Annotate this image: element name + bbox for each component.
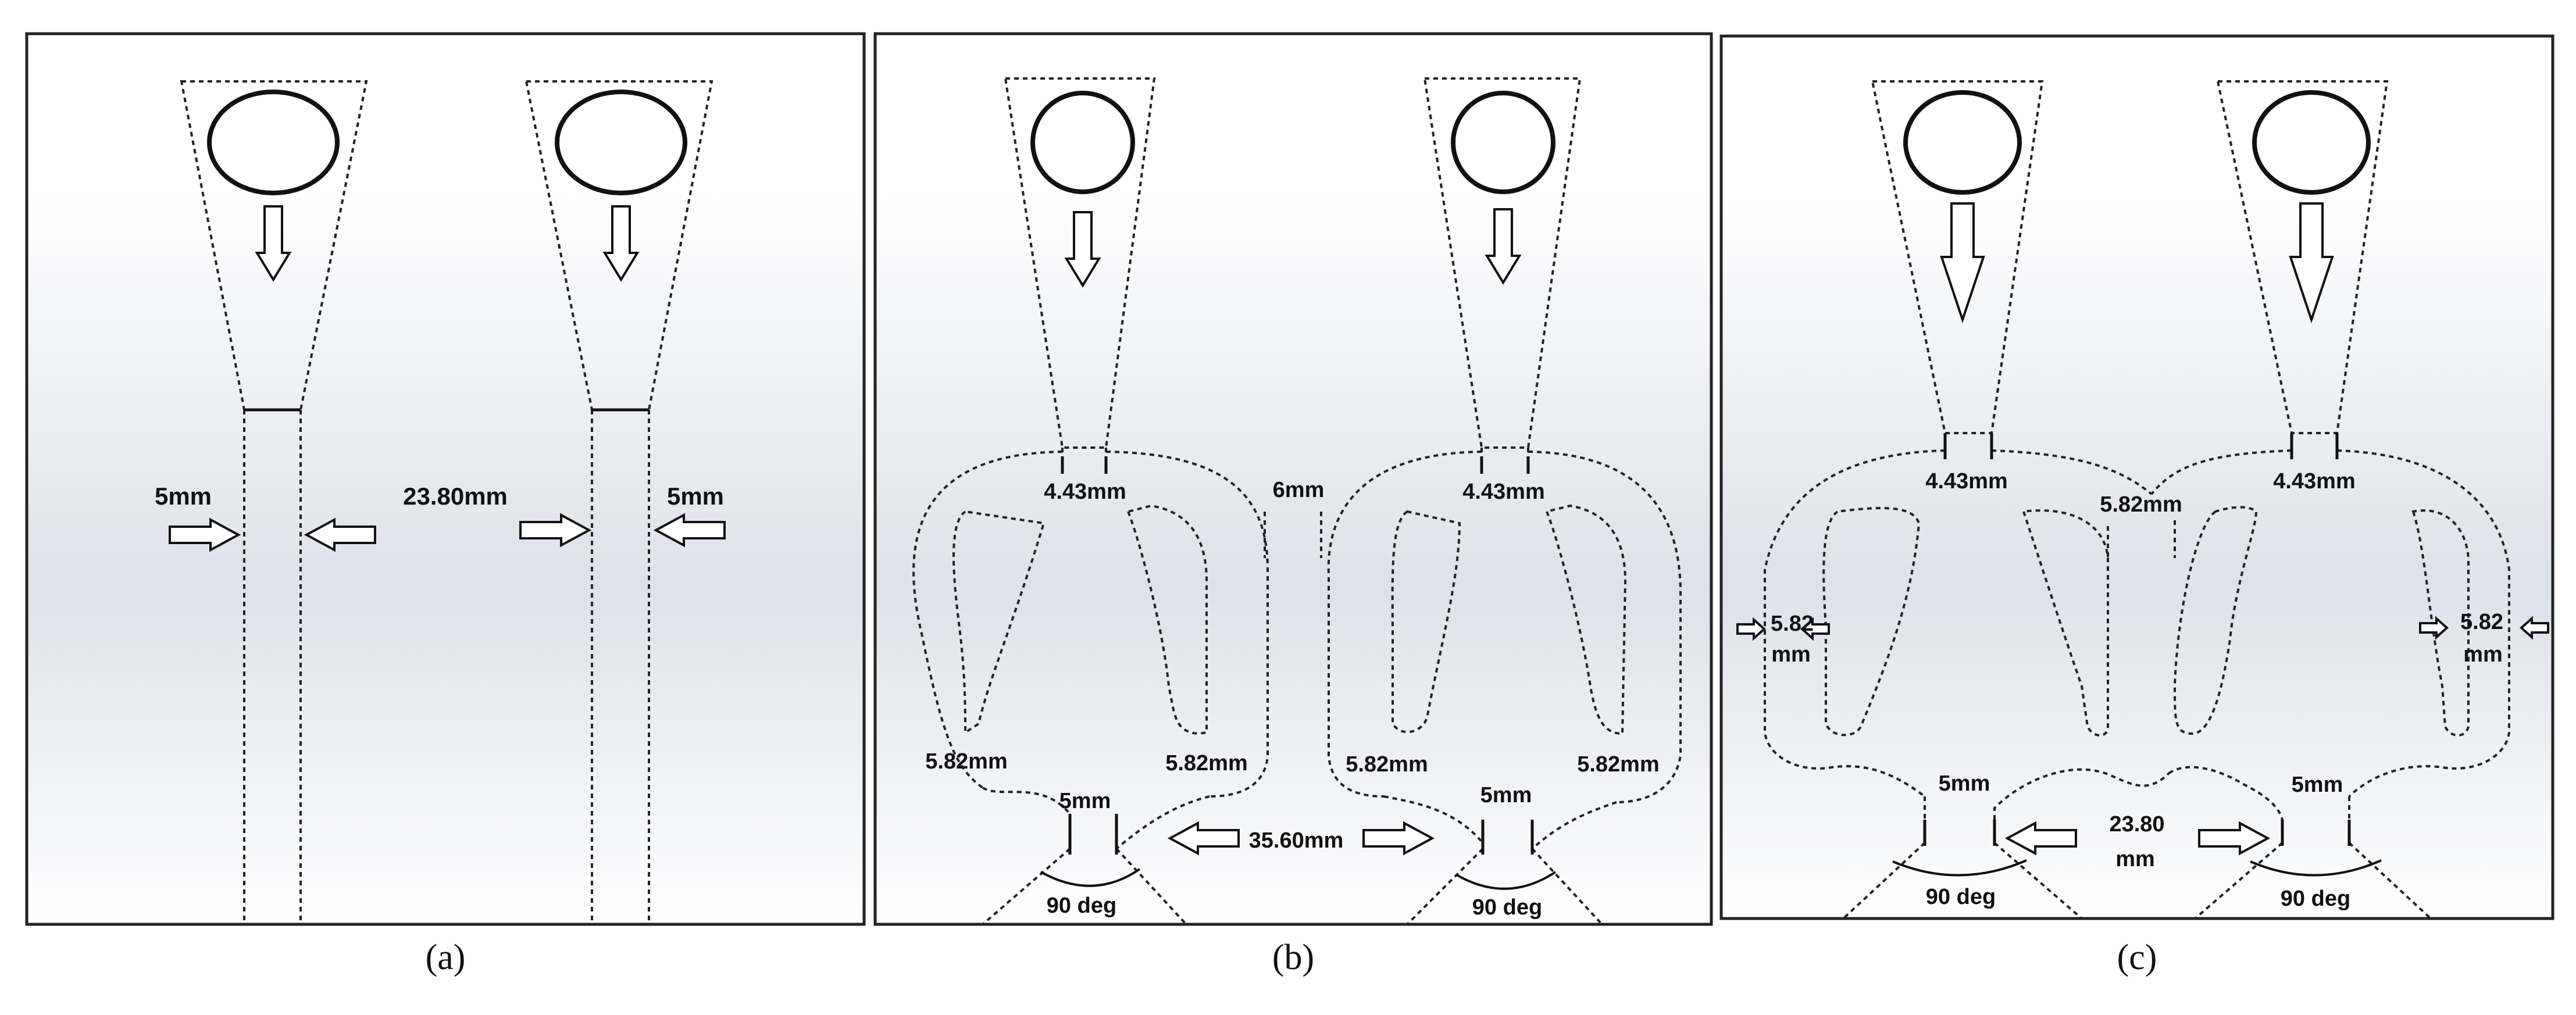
panel-b: 4.43mm 4.43mm 6mm 5.82mm 5.82mm 5.82mm 5… [873,32,1713,926]
caption-a: (a) [425,938,466,977]
caption-c: (c) [2117,938,2157,977]
channel-a-right [525,80,713,924]
channel-a-left [180,80,368,924]
label-outlet-right: 5mm [1480,783,1532,807]
label-neck-left: 4.43mm [1044,480,1126,504]
label-neck-right: 4.43mm [2273,469,2356,494]
label-spacing: 23.80mm [403,483,508,510]
inlet-circle-c-right [2252,90,2371,195]
inlet-circle-c-left [1903,90,2022,195]
label-angle-left: 90 deg [1926,885,1996,909]
panel-c-frame [1719,34,2554,920]
panel-c: 4.43mm 4.43mm 5.82mm 5.82 mm 5.82 mm 5mm… [1719,34,2554,920]
angle-arc [1456,871,1557,890]
label-side-left-value: 5.82 [1771,612,1814,636]
label-width-right: 5mm [667,483,724,510]
label-spacing-unit: mm [2115,847,2155,871]
inlet-circle-b-right [1451,91,1555,194]
label-side-right-value: 5.82 [2460,610,2503,634]
label-angle-right: 90 deg [1472,895,1542,920]
panel-a: 5mm 23.80mm 5mm [25,32,866,926]
label-angle-right: 90 deg [2281,887,2350,911]
label-side-right-unit: mm [2463,642,2503,667]
label-side-left-unit: mm [1771,642,1811,667]
label-gap: 5.82mm [2100,492,2182,517]
label-gap: 6mm [1273,478,1325,502]
label-neck-right: 4.43mm [1462,480,1545,504]
label-width-1: 5.82mm [925,749,1008,774]
label-outlet-right: 5mm [2292,773,2343,797]
label-outlet-left: 5mm [1939,771,1990,796]
label-outlet-left: 5mm [1059,789,1111,813]
inlet-circle-a-left [207,90,340,195]
label-width-3: 5.82mm [1346,752,1428,777]
inlet-circle-b-left [1030,91,1135,194]
label-angle-left: 90 deg [1047,894,1116,918]
inlet-circle-a-right [555,90,687,195]
channel-b-right [1327,77,1682,925]
label-width-4: 5.82mm [1577,752,1660,777]
panel-a-frame [25,32,866,926]
label-spacing: 35.60mm [1249,828,1344,853]
angle-arc [1892,859,2027,877]
label-spacing-value: 23.80 [2109,812,2164,837]
label-width-left: 5mm [155,483,212,510]
angle-arc [2250,859,2382,877]
caption-b: (b) [1272,938,1315,977]
label-width-2: 5.82mm [1165,751,1248,775]
angle-arc [1040,868,1141,887]
label-neck-left: 4.43mm [1925,469,2008,494]
panel-b-frame [873,32,1713,926]
